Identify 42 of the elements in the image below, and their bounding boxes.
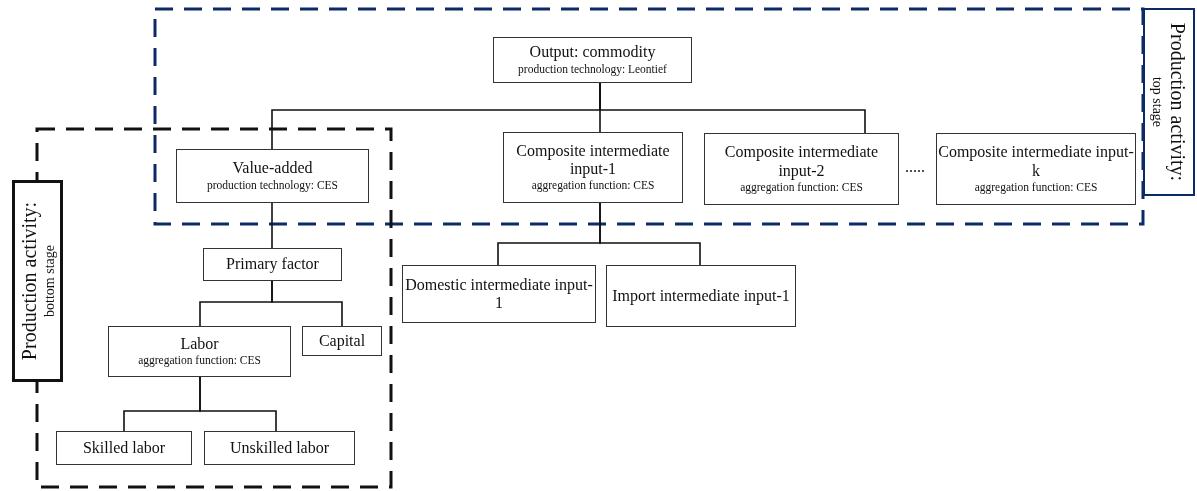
node-title: Unskilled labor xyxy=(229,438,330,458)
node-title: Output: commodity xyxy=(529,43,656,62)
tree-box xyxy=(302,326,382,356)
connector-line xyxy=(599,202,701,266)
node-title: Production activity: xyxy=(1166,22,1190,182)
tree-box xyxy=(108,326,291,377)
tree-box xyxy=(402,265,596,323)
node-title: Composite intermediate input-2 xyxy=(723,143,880,180)
tree-box xyxy=(503,132,683,203)
node-title: Composite intermediate input-1 xyxy=(515,141,671,179)
node-title: Composite intermediate input-k xyxy=(937,143,1135,180)
tree-box xyxy=(204,431,355,465)
tree-box xyxy=(56,431,192,465)
connector-line xyxy=(271,280,343,327)
tree-box xyxy=(704,133,899,205)
node-subtitle: production technology: Leontief xyxy=(518,62,667,77)
node-subtitle: top stage xyxy=(1149,76,1166,128)
connector-line xyxy=(271,202,273,249)
node-subtitle: aggregation function: CES xyxy=(740,181,863,195)
tree-box xyxy=(606,265,796,327)
node-title: Domestic intermediate input-1 xyxy=(404,275,594,313)
connector-line xyxy=(199,376,277,432)
node-title: Labor xyxy=(180,334,219,354)
tree-box xyxy=(493,37,692,83)
node-title: Capital xyxy=(318,331,366,351)
tree-box xyxy=(936,133,1136,205)
tree-box xyxy=(203,248,342,281)
stage-label-box xyxy=(1143,8,1195,196)
node-subtitle: aggregation function: CES xyxy=(974,181,1098,195)
node-title: Production activity: xyxy=(17,201,41,361)
node-title: Skilled labor xyxy=(82,438,166,458)
node-title: Import intermediate input-1 xyxy=(612,286,790,306)
node-subtitle: production technology: CES xyxy=(207,178,338,193)
tree-box xyxy=(176,149,369,203)
node-subtitle: aggregation function: CES xyxy=(531,179,655,194)
node-subtitle: aggregation function: CES xyxy=(138,354,261,369)
connector-line xyxy=(599,82,866,134)
node-title: Primary factor xyxy=(226,255,319,274)
stage-label-box xyxy=(12,180,63,382)
node-title: Value-added xyxy=(232,159,313,178)
node-subtitle: bottom stage xyxy=(41,245,58,317)
ellipsis-text: ..... xyxy=(905,158,925,176)
